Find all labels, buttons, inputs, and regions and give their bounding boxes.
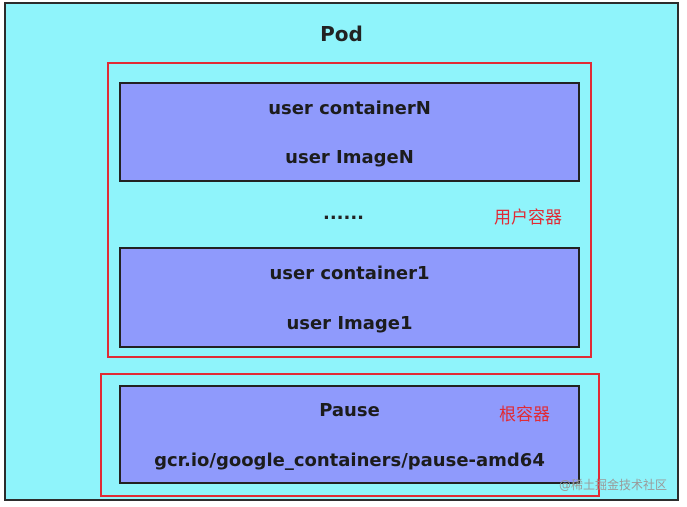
- user-container-n-image: user ImageN: [285, 147, 414, 168]
- watermark: @稀土掘金技术社区: [558, 478, 667, 492]
- user-container-n-name: user containerN: [268, 98, 431, 119]
- pod-title: Pod: [320, 22, 363, 46]
- user-containers-group: [107, 62, 592, 358]
- pause-container-name: Pause: [319, 400, 380, 421]
- ellipsis: ......: [322, 203, 365, 224]
- user-container-1: user container1 user Image1: [119, 247, 580, 348]
- pause-container: Pause gcr.io/google_containers/pause-amd…: [119, 385, 580, 484]
- root-container-group: [100, 373, 600, 497]
- user-container-1-image: user Image1: [286, 313, 413, 334]
- user-container-1-name: user container1: [269, 263, 430, 284]
- user-container-n: user containerN user ImageN: [119, 82, 580, 182]
- user-containers-label: 用户容器: [494, 208, 562, 228]
- pod-box: Pod user containerN user ImageN ...... 用…: [4, 2, 679, 501]
- pause-container-image: gcr.io/google_containers/pause-amd64: [154, 450, 545, 471]
- root-container-label: 根容器: [499, 405, 550, 425]
